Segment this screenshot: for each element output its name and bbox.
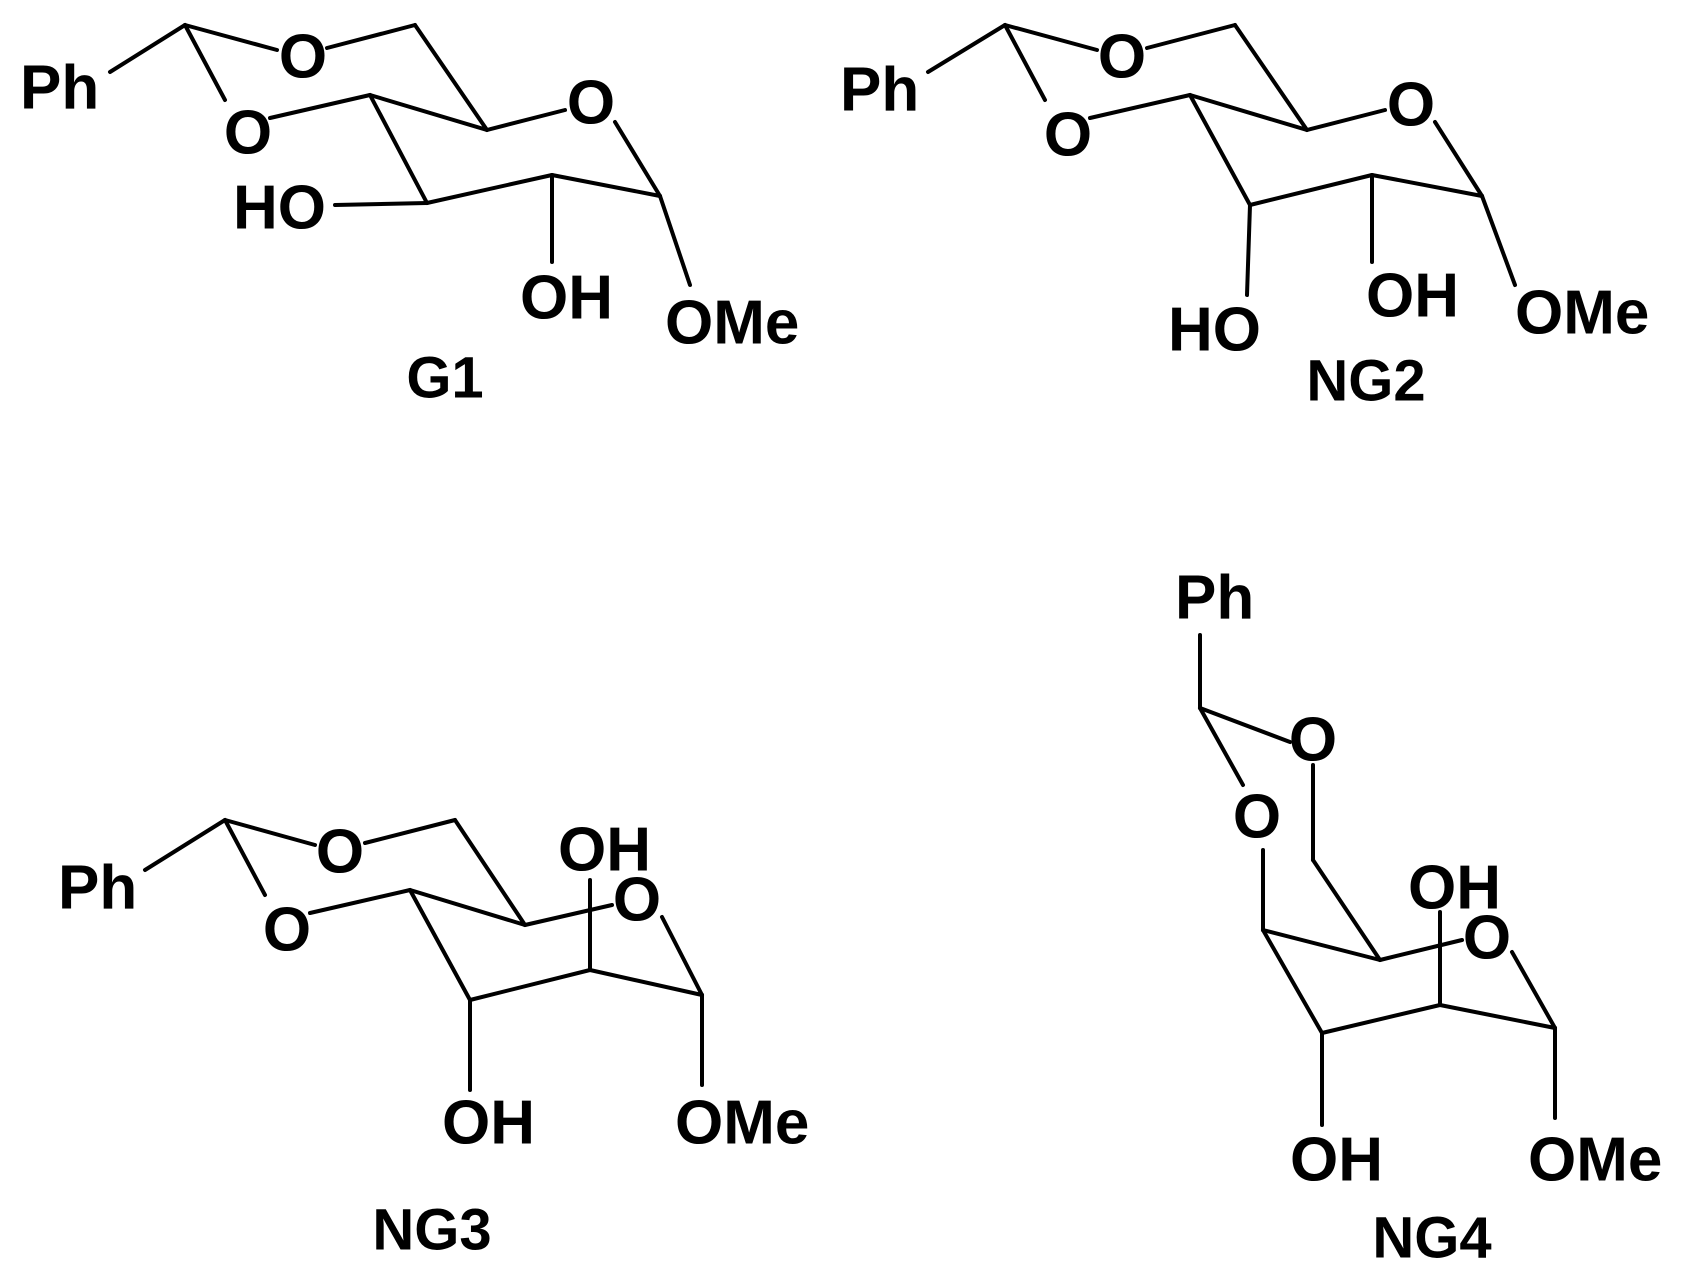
- bond: [660, 915, 704, 997]
- bond: [1311, 858, 1382, 962]
- bond: [1145, 23, 1237, 50]
- bond: [325, 23, 417, 50]
- bond: [223, 818, 317, 847]
- phenyl-label: Ph: [1175, 564, 1254, 633]
- hydroxyl-label: OH: [1290, 1126, 1383, 1195]
- bond: [1198, 706, 1292, 744]
- methoxy-label: OMe: [1528, 1126, 1662, 1195]
- ring-oxygen-label: O: [613, 866, 661, 935]
- bond: [468, 968, 592, 1002]
- acetal-oxygen-label: O: [224, 99, 272, 168]
- ring-oxygen-label: O: [1387, 71, 1435, 140]
- bond: [108, 23, 187, 74]
- bond: [1003, 23, 1099, 52]
- bond: [183, 23, 279, 52]
- bond: [926, 23, 1007, 74]
- bond: [588, 968, 704, 997]
- compound-label: NG4: [1372, 1206, 1491, 1271]
- bond: [658, 194, 692, 287]
- bond: [1245, 203, 1252, 297]
- compound-label: NG3: [372, 1198, 491, 1263]
- bond: [613, 120, 662, 198]
- bond: [1305, 108, 1387, 132]
- methoxy-label: OMe: [675, 1089, 809, 1158]
- bond: [1248, 173, 1374, 207]
- ring-oxygen-label: O: [1463, 904, 1511, 973]
- bond: [368, 93, 489, 132]
- acetal-oxygen-label: O: [316, 818, 364, 887]
- phenyl-label: Ph: [20, 54, 99, 123]
- bond: [143, 818, 227, 872]
- bond: [523, 903, 614, 927]
- bond: [333, 201, 429, 207]
- compound-label: NG2: [1306, 349, 1425, 414]
- bond: [223, 818, 267, 897]
- bond: [1261, 928, 1324, 1035]
- bond: [425, 173, 554, 205]
- acetal-oxygen-label: O: [1289, 706, 1337, 775]
- bond: [1433, 120, 1484, 198]
- phenyl-label: Ph: [840, 56, 919, 125]
- hydroxyl-label: OH: [520, 264, 613, 333]
- phenyl-label: Ph: [58, 854, 137, 923]
- bond: [1480, 194, 1517, 287]
- compound-ng3: Ph O O O OH OH OMe NG3: [58, 816, 809, 1263]
- bond: [408, 888, 527, 927]
- acetal-oxygen-label: O: [1098, 23, 1146, 92]
- ring-oxygen-label: O: [567, 69, 615, 138]
- acetal-oxygen-label: O: [263, 896, 311, 965]
- bond: [183, 23, 227, 102]
- hydroxyl-label: OH: [1366, 262, 1459, 331]
- bond: [268, 93, 372, 120]
- bond: [413, 23, 489, 132]
- bond: [485, 108, 567, 132]
- bond: [1438, 1003, 1557, 1030]
- bond: [1261, 928, 1382, 962]
- bond: [1003, 23, 1047, 102]
- bond: [453, 818, 527, 927]
- methoxy-label: OMe: [665, 289, 799, 358]
- bond: [1233, 23, 1309, 132]
- acetal-oxygen-label: O: [1233, 783, 1281, 852]
- compound-g1: Ph O O O HO OH OMe G1: [20, 23, 799, 411]
- bond: [1320, 1003, 1442, 1035]
- bond: [368, 93, 429, 205]
- bond: [363, 818, 457, 845]
- bond: [1198, 706, 1245, 787]
- acetal-oxygen-label: O: [1044, 101, 1092, 170]
- bond: [1088, 93, 1192, 120]
- methoxy-label: OMe: [1515, 279, 1649, 348]
- hydroxyl-label: HO: [1168, 296, 1261, 365]
- compound-ng2: Ph O O O HO OH OMe NG2: [840, 23, 1649, 414]
- bond: [1378, 938, 1464, 962]
- hydroxyl-label: HO: [233, 174, 326, 243]
- bond: [550, 173, 662, 198]
- hydroxyl-label: OH: [442, 1089, 535, 1158]
- bond: [1510, 950, 1557, 1030]
- bond: [408, 888, 472, 1002]
- bond: [1188, 93, 1309, 132]
- bond: [1370, 173, 1484, 198]
- compound-label: G1: [406, 346, 483, 411]
- hydroxyl-label: OH: [558, 816, 651, 885]
- bond: [308, 888, 412, 915]
- acetal-oxygen-label: O: [279, 23, 327, 92]
- bond: [1188, 93, 1252, 207]
- hydroxyl-label: OH: [1408, 854, 1501, 923]
- compound-ng4: Ph O O O OH OH OMe NG4: [1175, 564, 1662, 1271]
